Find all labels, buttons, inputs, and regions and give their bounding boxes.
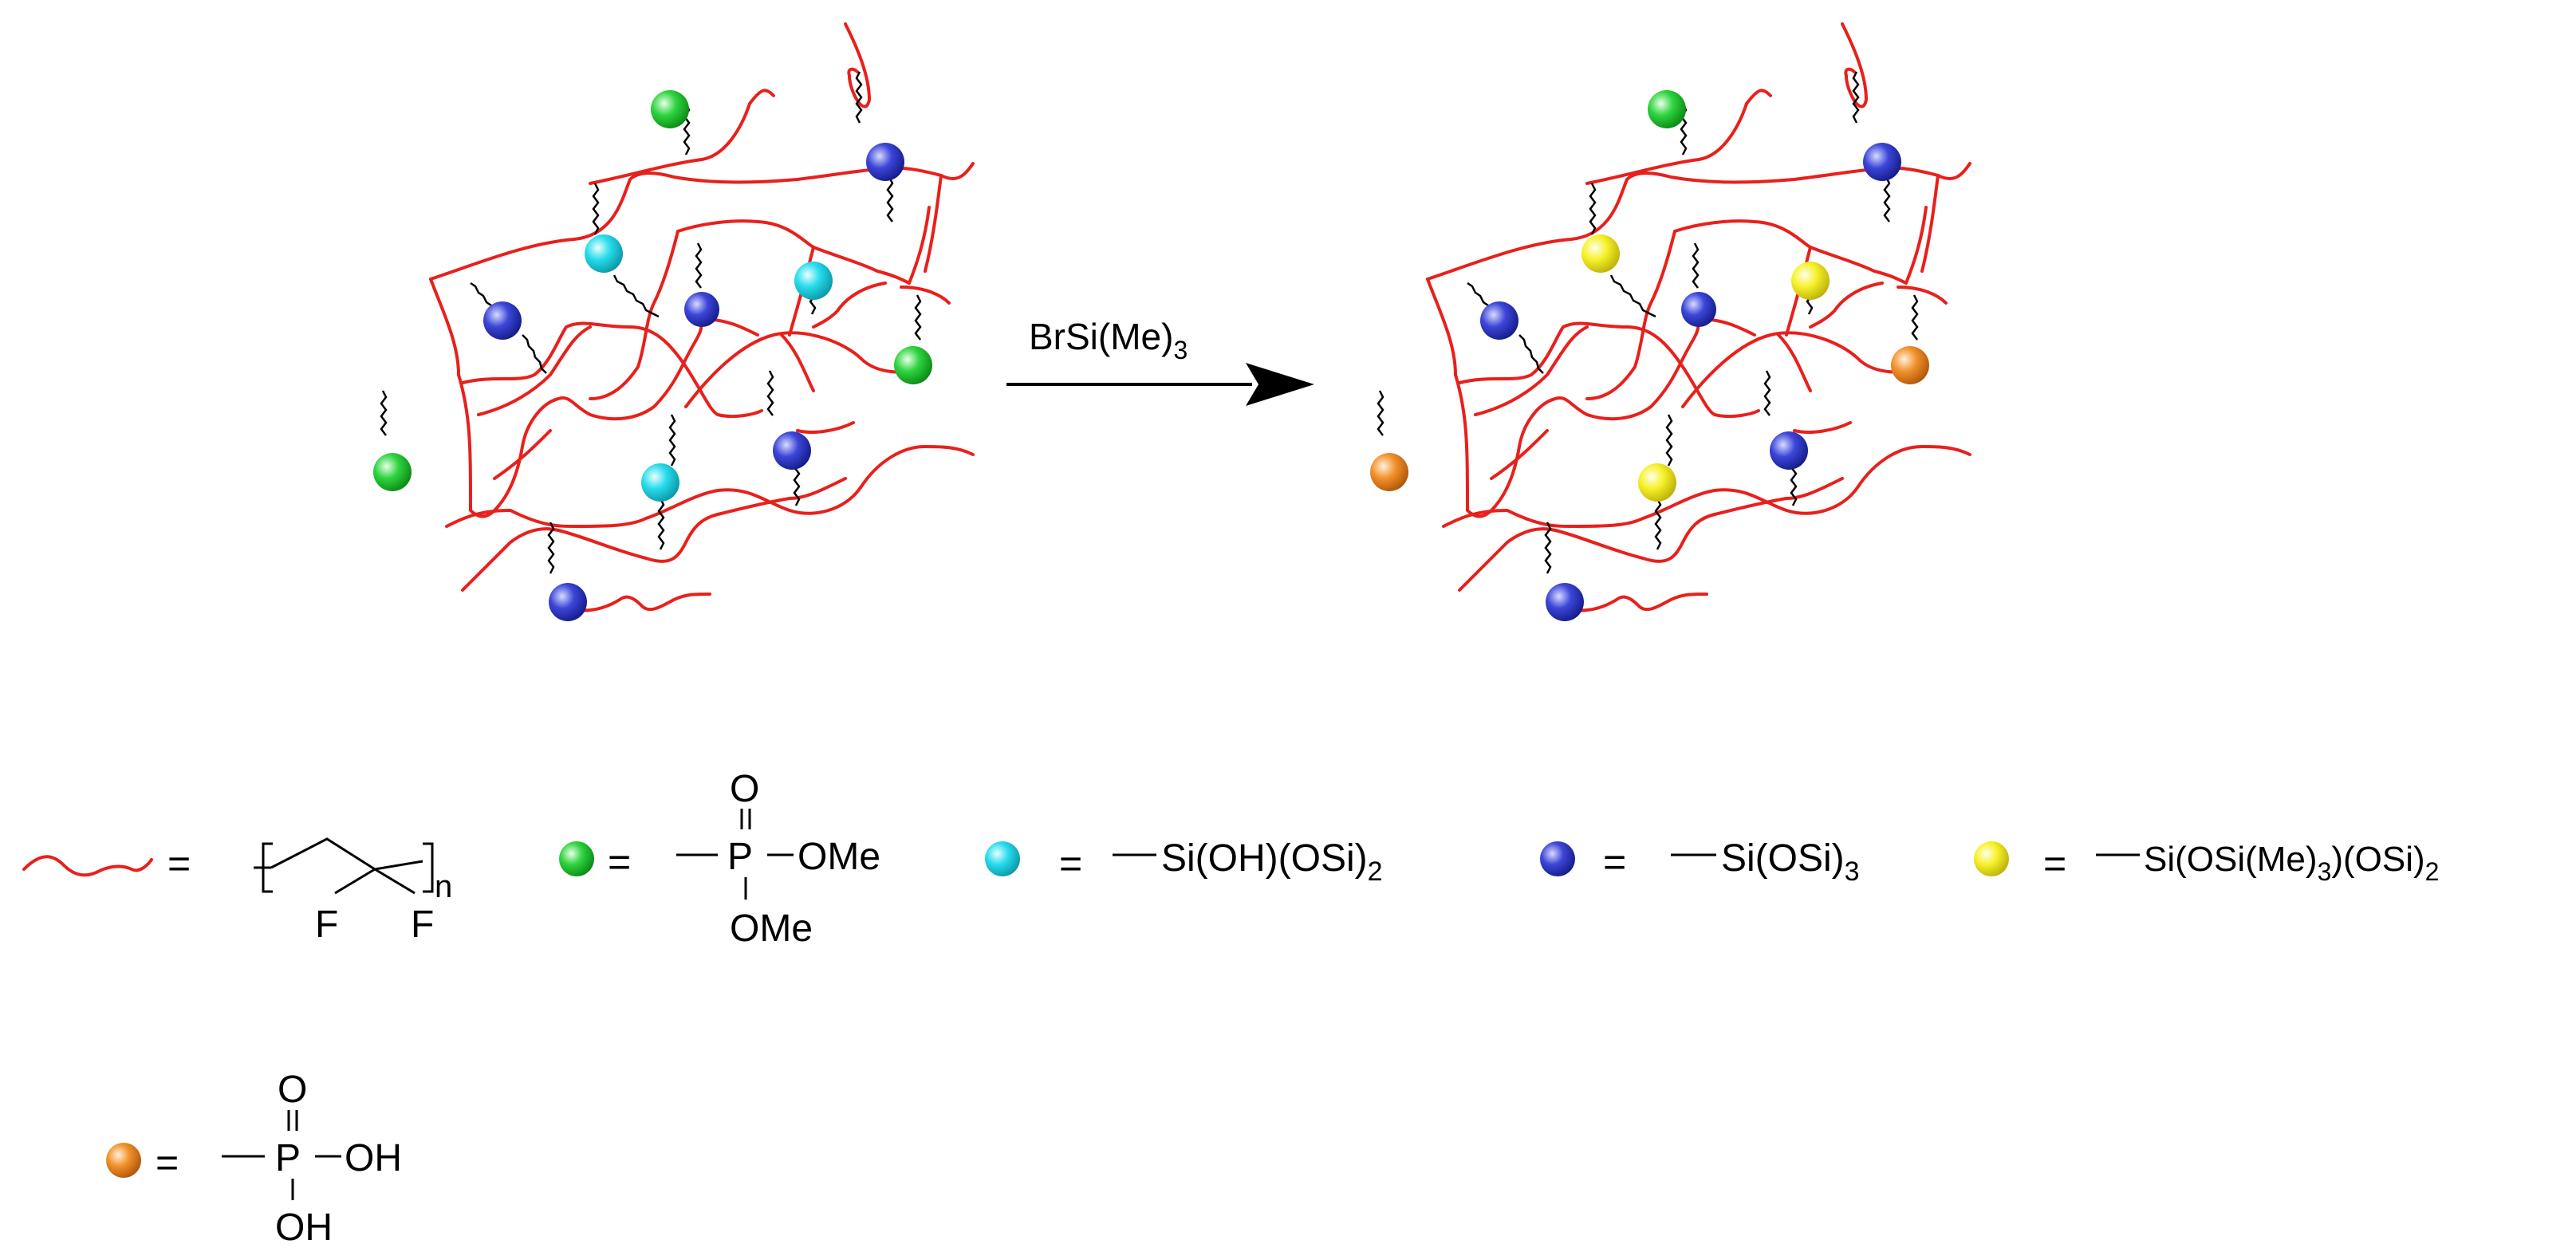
- svg-text:O: O: [730, 768, 759, 810]
- legend-phosphonate-ester: = P O OMe OMe: [559, 768, 880, 950]
- legend-phosphonic-acid: = P O OH OH: [106, 1069, 402, 1249]
- svg-text:O: O: [278, 1069, 307, 1111]
- siloxane-bead: [1681, 292, 1716, 327]
- beads-after: [1370, 90, 1929, 621]
- siloxane-bead: [773, 431, 811, 470]
- svg-text:OMe: OMe: [798, 836, 880, 878]
- svg-text:=: =: [1059, 841, 1082, 886]
- grafted-linkers: [380, 71, 922, 574]
- silylated-bead: [1638, 463, 1676, 502]
- siloxane-bead: [1863, 143, 1901, 181]
- silanol-bead: [585, 234, 623, 273]
- svg-text:F: F: [315, 904, 338, 946]
- svg-text:=: =: [2043, 841, 2066, 886]
- phosphonate-ester-bead: [373, 453, 412, 491]
- phosphonate-ester-bead: [651, 90, 689, 128]
- svg-text:P: P: [275, 1137, 301, 1179]
- silylated-bead: [1581, 234, 1620, 273]
- reaction-arrow: BrSi(Me)3: [1006, 316, 1314, 406]
- siloxane-bead: [549, 583, 587, 621]
- phosphonic-acid-bead: [1370, 453, 1408, 491]
- reagent-label: BrSi(Me)3: [1029, 316, 1188, 364]
- svg-text:OMe: OMe: [730, 908, 813, 950]
- siloxane-bead: [483, 301, 522, 340]
- svg-text:=: =: [156, 1140, 179, 1185]
- legend-silylated: = Si(OSi(Me)3)(OSi)2: [1974, 840, 2439, 886]
- svg-text:F: F: [411, 904, 434, 946]
- legend: = n F F = P O OMe: [22, 768, 2439, 1249]
- silanol-bead: [641, 463, 679, 502]
- silylated-bead: [1791, 262, 1830, 300]
- svg-text:P: P: [727, 836, 753, 878]
- siloxane-bead: [866, 143, 904, 181]
- svg-text:=: =: [1603, 840, 1626, 884]
- network-before: [373, 22, 975, 621]
- svg-text:n: n: [435, 869, 452, 904]
- legend-silanol: = Si(OH)(OSi)2: [985, 837, 1383, 887]
- network-after: [1370, 22, 1971, 621]
- phosphonic-acid-bead: [1648, 90, 1686, 128]
- siloxane-bead: [1770, 431, 1808, 470]
- svg-text:Si(OSi(Me)3)(OSi)2: Si(OSi(Me)3)(OSi)2: [2144, 840, 2439, 886]
- beads-before: [373, 90, 932, 621]
- siloxane-bead: [1546, 583, 1584, 621]
- siloxane-bead: [684, 292, 719, 327]
- svg-text:OH: OH: [275, 1207, 333, 1249]
- phosphonic-acid-bead: [1891, 346, 1929, 384]
- svg-text:=: =: [167, 841, 191, 886]
- polymer-chains: [429, 22, 975, 612]
- legend-siloxane: = Si(OSi)3: [1540, 837, 1860, 887]
- svg-text:=: =: [608, 840, 631, 884]
- phosphonate-ester-bead: [894, 346, 932, 384]
- legend-polymer: = n F F: [22, 837, 452, 946]
- silanol-bead: [794, 262, 833, 300]
- svg-text:Si(OSi)3: Si(OSi)3: [1721, 837, 1860, 887]
- svg-text:Si(OH)(OSi)2: Si(OH)(OSi)2: [1161, 837, 1383, 887]
- siloxane-bead: [1480, 301, 1518, 340]
- grafted-linkers: [1377, 71, 1919, 574]
- svg-text:OH: OH: [345, 1137, 402, 1179]
